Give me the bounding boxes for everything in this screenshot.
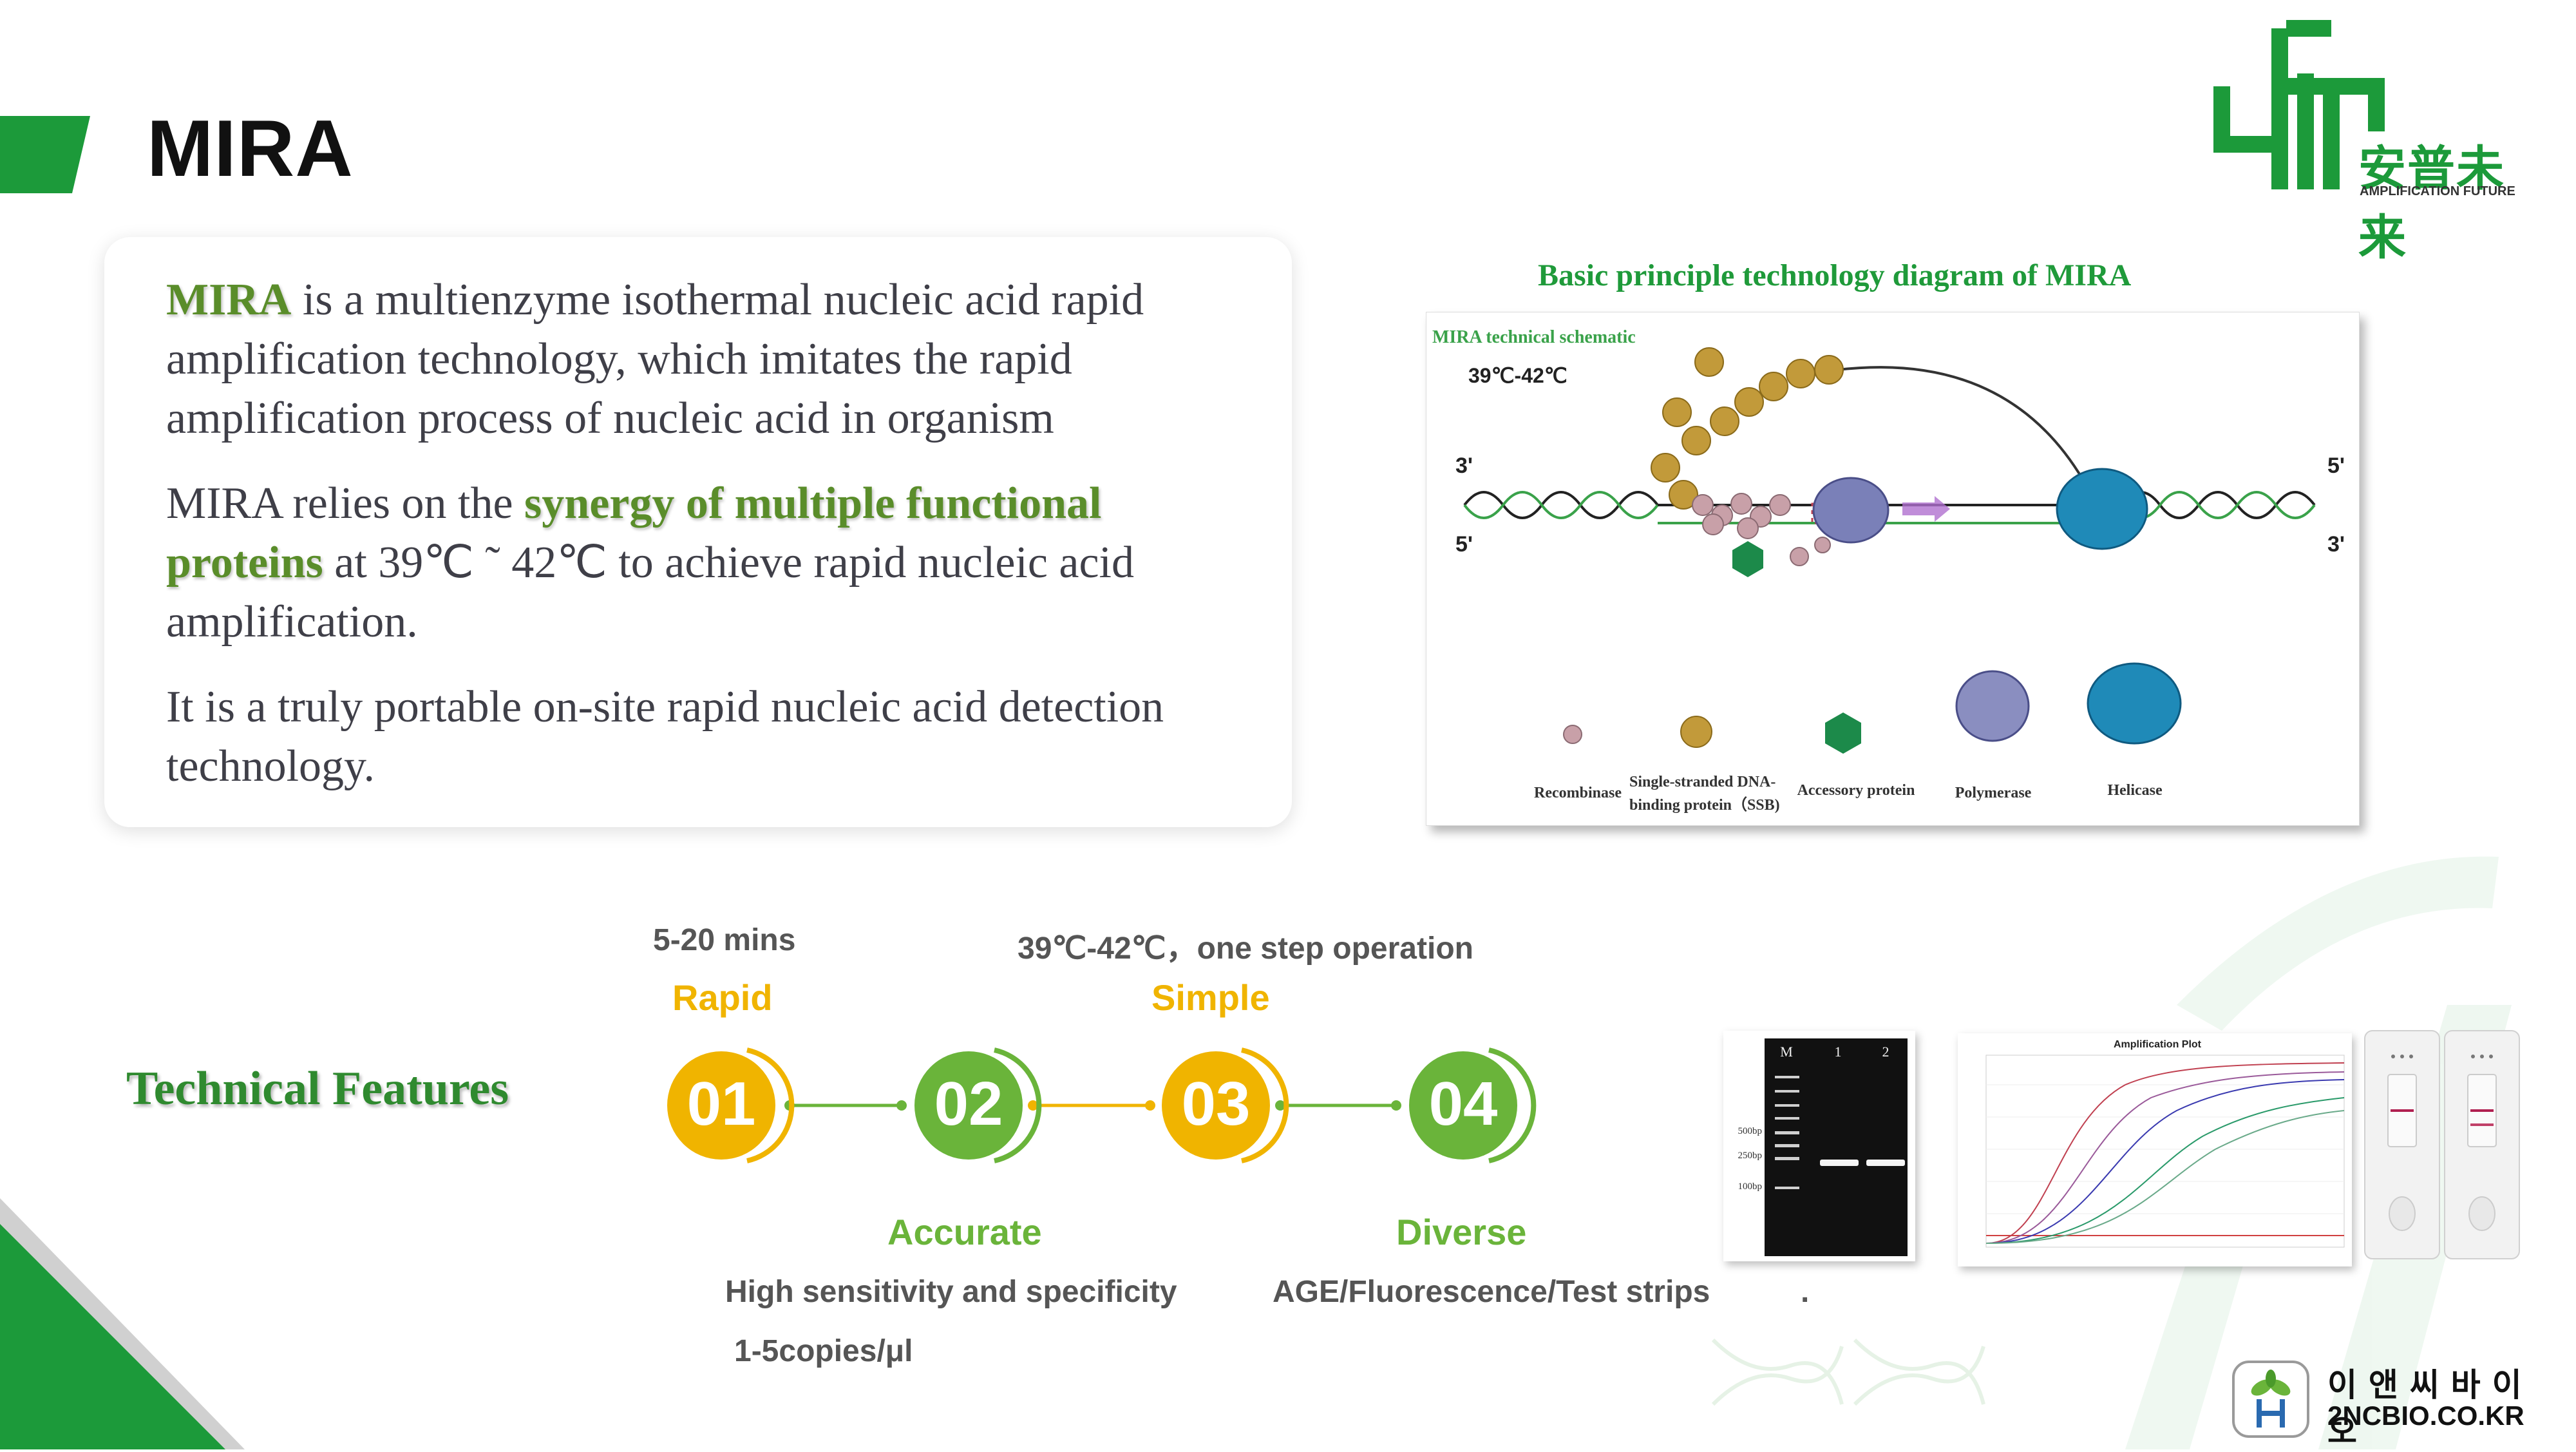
feature-2-name: Accurate <box>887 1212 1042 1252</box>
amplification-plot: Amplification Plot <box>1985 1039 2345 1248</box>
ssb-chain <box>1651 347 1844 510</box>
gel-marker-500: 500bp <box>1738 1126 1763 1136</box>
intro-p1-text: is a multienzyme isothermal nucleic acid… <box>166 275 1144 443</box>
feature-4-badge: 04 <box>1409 1047 1537 1163</box>
gel-lane-2: 2 <box>1882 1044 1889 1060</box>
intro-paragraph-1: MIRA is a multienzyme isothermal nucleic… <box>166 271 1261 448</box>
legend-icon-polymerase <box>1955 670 2030 742</box>
feature-3-name: Simple <box>1151 977 1270 1018</box>
recombinase-cluster <box>1692 493 1831 566</box>
intro-card <box>104 237 1292 827</box>
feature-2-badge: 02 <box>914 1047 1042 1163</box>
feature-1-name: Rapid <box>672 977 773 1018</box>
header-accent-bar <box>0 116 90 193</box>
brand-logo: 安普未来 AMPLIFICATION FUTURE <box>2209 15 2544 264</box>
legend-icon-ssb <box>1680 716 1712 748</box>
intro-p2-rest: at 39℃ ˜ 42℃ to achieve rapid nucleic ac… <box>166 538 1134 647</box>
schematic-label: MIRA technical schematic <box>1432 327 1636 347</box>
intro-paragraph-2: MIRA relies on the synergy of multiple f… <box>166 474 1261 652</box>
gel-lane-1: 1 <box>1835 1044 1842 1060</box>
legend-icon-helicase <box>2087 662 2182 745</box>
feature-3-note: 39℃-42℃，one step operation <box>1018 931 1473 966</box>
legend-icon-accessory <box>1825 712 1861 754</box>
feature-2-number: 02 <box>934 1069 1003 1138</box>
helicase-shape <box>2056 468 2148 550</box>
schematic-temperature: 39℃-42℃ <box>1468 364 1567 387</box>
intro-text: MIRA is a multienzyme isothermal nucleic… <box>166 271 1261 822</box>
strand-end-top-left: 3' <box>1455 454 1473 478</box>
test-strip-image <box>2361 1027 2523 1263</box>
gel-electrophoresis: M 1 2 500bp 250bp 100bp <box>1738 1038 1908 1256</box>
strand-end-bottom-right: 3' <box>2327 532 2345 557</box>
intro-paragraph-3: It is a truly portable on-site rapid nuc… <box>166 682 1164 791</box>
page-title: MIRA <box>147 104 354 193</box>
legend-label-recombinase: Recombinase <box>1534 785 1622 801</box>
strand-end-top-right: 5' <box>2327 454 2345 478</box>
partner-logo-mark <box>2232 1361 2309 1438</box>
dna-helix-right <box>2120 491 2316 519</box>
feature-4-note: AGE/Fluorescence/Test strips <box>1273 1275 1710 1309</box>
legend-icon-recombinase <box>1563 725 1582 744</box>
partner-logo-url: 2NCBIO.CO.KR <box>2327 1400 2524 1431</box>
feature-4-trailing-dot: . <box>1801 1275 1810 1309</box>
test-strip-cassettes <box>2364 1030 2520 1259</box>
strand-end-bottom-left: 5' <box>1455 532 1473 557</box>
dna-helix-left <box>1463 491 1659 519</box>
intro-highlight-synergy: synergy of multiple functional proteins <box>166 479 1102 587</box>
mira-schematic: MIRA technical schematic 39℃-42℃ 3' 5' 5… <box>1432 327 2345 754</box>
feature-1-note: 5-20 mins <box>653 923 796 957</box>
gel-lane-m: M <box>1780 1044 1793 1060</box>
feature-1-badge: 01 <box>667 1047 795 1163</box>
feature-3-number: 03 <box>1182 1069 1251 1138</box>
partner-logo: 이 앤 씨 바 이 오 2NCBIO.CO.KR <box>2231 1359 2553 1449</box>
feature-4-name: Diverse <box>1396 1212 1527 1252</box>
brand-logo-mark <box>2213 20 2385 189</box>
intro-p2-pre: MIRA relies on the <box>166 479 525 528</box>
amplification-plot-panel <box>1958 1033 2352 1266</box>
brand-logo-cn: 安普未来 <box>2358 142 2505 264</box>
diagram-title: Basic principle technology diagram of MI… <box>1538 258 2132 292</box>
partner-logo-korean: 이 앤 씨 바 이 오 <box>2327 1367 2523 1449</box>
legend-label-helicase: Helicase <box>2107 782 2163 799</box>
legend-label-polymerase: Polymerase <box>1955 785 2032 801</box>
feature-timeline: 01 02 03 04 <box>667 1047 1537 1163</box>
brand-logo-en: AMPLIFICATION FUTURE <box>2360 184 2515 198</box>
gel-marker-100: 100bp <box>1738 1181 1763 1192</box>
feature-2-note-secondary: 1-5copies/μl <box>734 1334 913 1368</box>
direction-arrow <box>1902 496 1950 522</box>
accessory-protein-shape <box>1732 541 1763 577</box>
gel-marker-250: 250bp <box>1738 1151 1763 1161</box>
polymerase-shape <box>1812 477 1889 544</box>
feature-2-note: High sensitivity and specificity <box>725 1275 1177 1309</box>
diagram-panel <box>1426 312 2360 826</box>
intro-highlight-mira: MIRA <box>166 275 292 325</box>
feature-1-number: 01 <box>687 1069 756 1138</box>
legend-label-accessory: Accessory protein <box>1797 782 1915 799</box>
plot-title: Amplification Plot <box>2114 1039 2202 1050</box>
feature-4-number: 04 <box>1429 1069 1498 1138</box>
feature-3-badge: 03 <box>1162 1047 1289 1163</box>
legend-label-ssb: Single-stranded DNA-binding protein（SSB) <box>1629 774 1780 814</box>
features-section-title: Technical Features <box>126 1062 509 1115</box>
